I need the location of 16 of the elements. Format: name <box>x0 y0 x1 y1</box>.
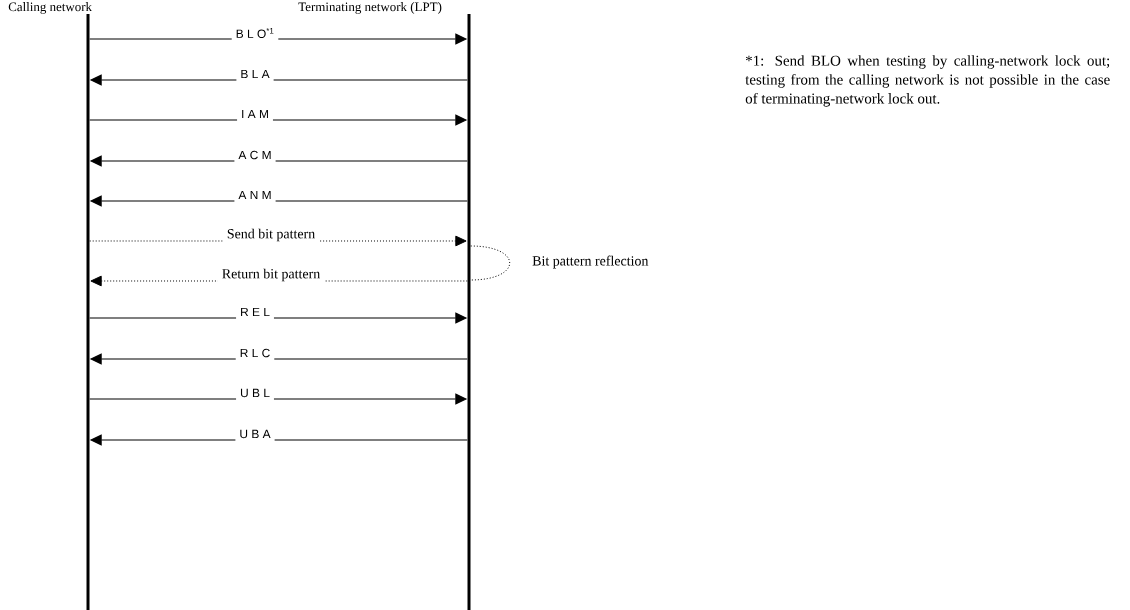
edge-label: B L A <box>236 65 274 83</box>
edge-label: A N M <box>234 186 276 204</box>
edge-label: R E L <box>236 303 274 321</box>
footnote: *1: Send BLO when testing by calling-network lock out; testing from the calling network is not possible in the case of terminating-network lock out. <box>745 55 1110 107</box>
edge-label: R L C <box>235 344 275 362</box>
lifeline-heading: Calling network <box>8 2 93 14</box>
edge-label: U B A <box>235 425 275 443</box>
edge-label: Return bit pattern <box>217 264 325 286</box>
edge-label: Bit pattern reflection <box>530 253 651 271</box>
reflection-loop <box>470 245 511 281</box>
edge-label: B L O$^{*1}$ <box>231 24 279 42</box>
edge-label: A C M <box>234 146 276 164</box>
edge-label: Send bit pattern <box>222 224 320 246</box>
lifeline-heading: Terminating network (LPT) <box>298 2 442 14</box>
edge-label: U B L <box>236 384 274 402</box>
edge-label: I A M <box>237 105 273 123</box>
